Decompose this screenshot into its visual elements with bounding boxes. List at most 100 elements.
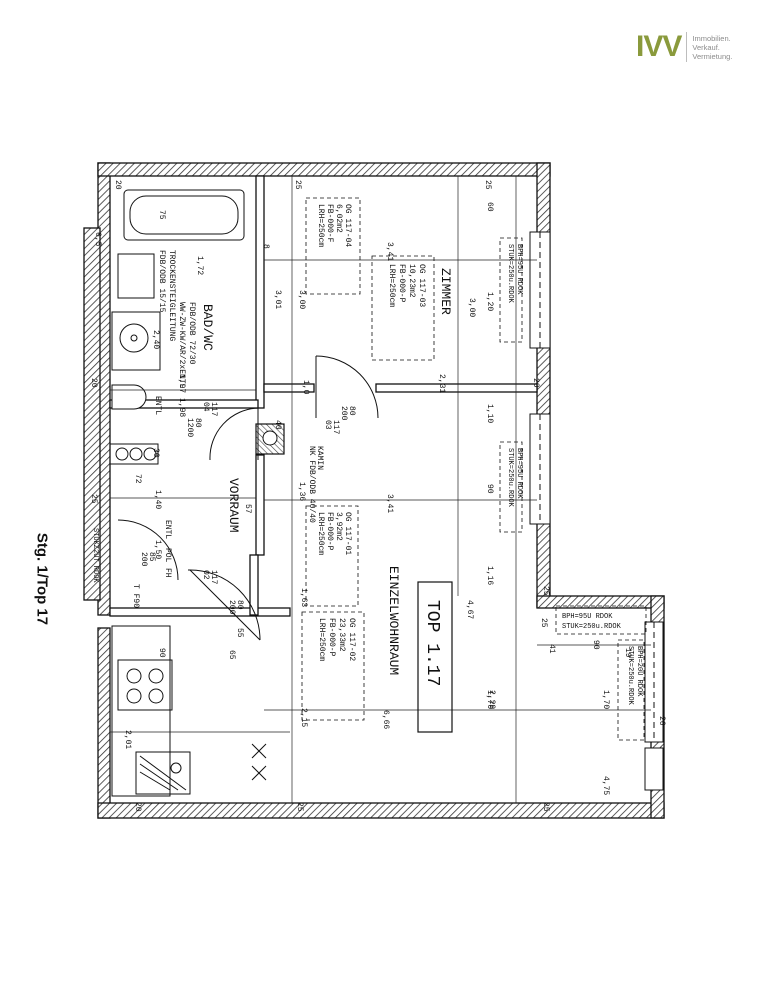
dimension-label: 2,29 bbox=[487, 690, 496, 709]
door-label: 04 bbox=[201, 402, 210, 412]
info-line: OG 117-02 bbox=[347, 618, 356, 661]
door-label: FH bbox=[163, 568, 172, 578]
info-box-title bbox=[417, 581, 453, 733]
dimension-label: 4,67 bbox=[465, 600, 474, 619]
dimension-label: 1,0 bbox=[301, 380, 310, 395]
floor-symbols bbox=[251, 743, 267, 781]
info-line: 23,33m2 bbox=[337, 618, 346, 652]
fixtures bbox=[109, 189, 245, 797]
sink-line bbox=[139, 755, 187, 791]
info-line: LRH=250cm bbox=[316, 204, 325, 247]
plan-labels: BAD/WC ZIMMER VORRAUM EINZELWOHNRAUM TOP… bbox=[89, 180, 666, 812]
bath-note: FDB/ODB 72/30 bbox=[187, 302, 196, 365]
dimension-label: 20 bbox=[89, 378, 98, 388]
window-label: BPH=95U RDOK bbox=[562, 613, 613, 621]
room-name-vorraum: VORRAUM bbox=[226, 478, 241, 533]
dimension-label: 1,70 bbox=[601, 690, 610, 709]
stove-burner bbox=[126, 688, 142, 704]
toilet bbox=[111, 384, 147, 410]
wall-left-outer bbox=[83, 227, 101, 601]
dimension-label: 3,00 bbox=[297, 290, 306, 309]
info-line: OG 117-03 bbox=[417, 264, 426, 307]
logo-text: IVV bbox=[636, 30, 682, 63]
dimension-label: 3,41 bbox=[385, 242, 394, 261]
info-line: OG 117-04 bbox=[343, 204, 352, 247]
wall-vorraum-top bbox=[255, 454, 265, 556]
room-name-wohnraum: EINZELWOHNRAUM bbox=[386, 566, 401, 675]
dimension-label: 25 bbox=[539, 618, 548, 628]
door-label: 117 bbox=[331, 420, 340, 435]
dimension-label: 90 bbox=[591, 640, 600, 650]
tagline-line: Immobilien. bbox=[692, 33, 731, 43]
door-label: 1200 bbox=[185, 418, 194, 437]
dimension-label: 3,01 bbox=[273, 290, 282, 309]
dimension-label: 65 bbox=[227, 650, 236, 660]
window-label: STUK=250u.RDOK bbox=[562, 623, 622, 631]
plan-caption: Stg. 1/Top 17 bbox=[33, 532, 51, 626]
pipe bbox=[143, 447, 157, 461]
info-box-window-2 bbox=[499, 441, 523, 533]
info-line: 3,92m2 bbox=[334, 512, 343, 541]
door-label: 200 bbox=[139, 552, 148, 567]
door-wohn-leaf bbox=[189, 569, 261, 641]
dimension-label: 20 bbox=[531, 378, 540, 388]
window-label: BPH=95U RDOK bbox=[515, 448, 523, 499]
bath-note: TROCKENSTEIGLEITUNG bbox=[167, 250, 176, 341]
windows-right bbox=[529, 231, 664, 791]
sink-line bbox=[139, 771, 171, 791]
wall-bath-bottom bbox=[109, 399, 259, 409]
room-name-bad: BAD/WC bbox=[200, 304, 215, 351]
dimension-label: 75 bbox=[157, 210, 166, 220]
info-line: 6,02m2 bbox=[334, 204, 343, 233]
pipe-box bbox=[109, 443, 159, 465]
washbasin-left bbox=[117, 253, 155, 299]
dimension-label: 72 bbox=[133, 474, 142, 484]
wall-bath-right bbox=[255, 175, 265, 409]
dimension-label: 1,97 bbox=[177, 374, 186, 393]
door-label: 200 bbox=[227, 600, 236, 615]
dimension-label: 40 bbox=[273, 420, 282, 430]
stove-burner bbox=[126, 668, 142, 684]
interior-walls bbox=[109, 175, 538, 617]
logo-tagline: Immobilien. Verkauf. Vermietung. bbox=[692, 34, 732, 61]
door-entry-arc bbox=[117, 519, 179, 581]
dimension-label: 1,63 bbox=[299, 588, 308, 607]
sink-drain bbox=[170, 762, 182, 774]
info-line: LRH=250cm bbox=[317, 618, 326, 661]
dimension-label: 2,15 bbox=[299, 708, 308, 727]
info-line: 10,23m2 bbox=[407, 264, 416, 298]
kitchen-counter bbox=[111, 625, 171, 797]
info-box-window-1 bbox=[499, 237, 523, 343]
wall-left-lower bbox=[97, 627, 111, 819]
dimension-label: 2,01 bbox=[123, 730, 132, 749]
door-label: ENTL bbox=[153, 396, 162, 415]
pipe bbox=[115, 447, 129, 461]
dimension-label: 41 bbox=[547, 644, 556, 654]
info-box-window-3 bbox=[555, 605, 647, 635]
dimension-label: 20 bbox=[113, 180, 122, 190]
room-name-zimmer: ZIMMER bbox=[438, 268, 453, 315]
bath-note: WW-ZW-KW/AR/2xENTL bbox=[177, 302, 186, 389]
info-box-wohnraum bbox=[301, 611, 365, 721]
dimension-label: 25 bbox=[295, 802, 304, 812]
dimension-label: 90 bbox=[157, 648, 166, 658]
dimension-label: 25 bbox=[89, 494, 98, 504]
wall-zimmer-lower-right bbox=[375, 383, 538, 393]
unit-title: TOP 1.17 bbox=[422, 600, 442, 686]
window-label: STUK=250u.RDOK bbox=[626, 646, 634, 706]
wall-vorraum-corner bbox=[249, 554, 259, 616]
door-label: 117 bbox=[209, 402, 218, 417]
info-box-bad bbox=[305, 197, 361, 295]
wall-top bbox=[97, 162, 551, 177]
tagline-line: Vermietung. bbox=[692, 51, 733, 61]
dimension-label: 26 bbox=[657, 716, 666, 726]
washbasin-drain bbox=[130, 334, 138, 342]
kamin-flue bbox=[262, 430, 278, 446]
dimension-lines bbox=[110, 176, 651, 803]
door-label: 80 bbox=[193, 418, 202, 428]
door-label: 85 bbox=[147, 552, 156, 562]
info-box-zimmer bbox=[371, 255, 435, 361]
info-line: FB-000-P bbox=[325, 512, 334, 551]
info-line: OG 117-01 bbox=[343, 512, 352, 555]
tagline-line: Verkauf. bbox=[692, 42, 720, 52]
